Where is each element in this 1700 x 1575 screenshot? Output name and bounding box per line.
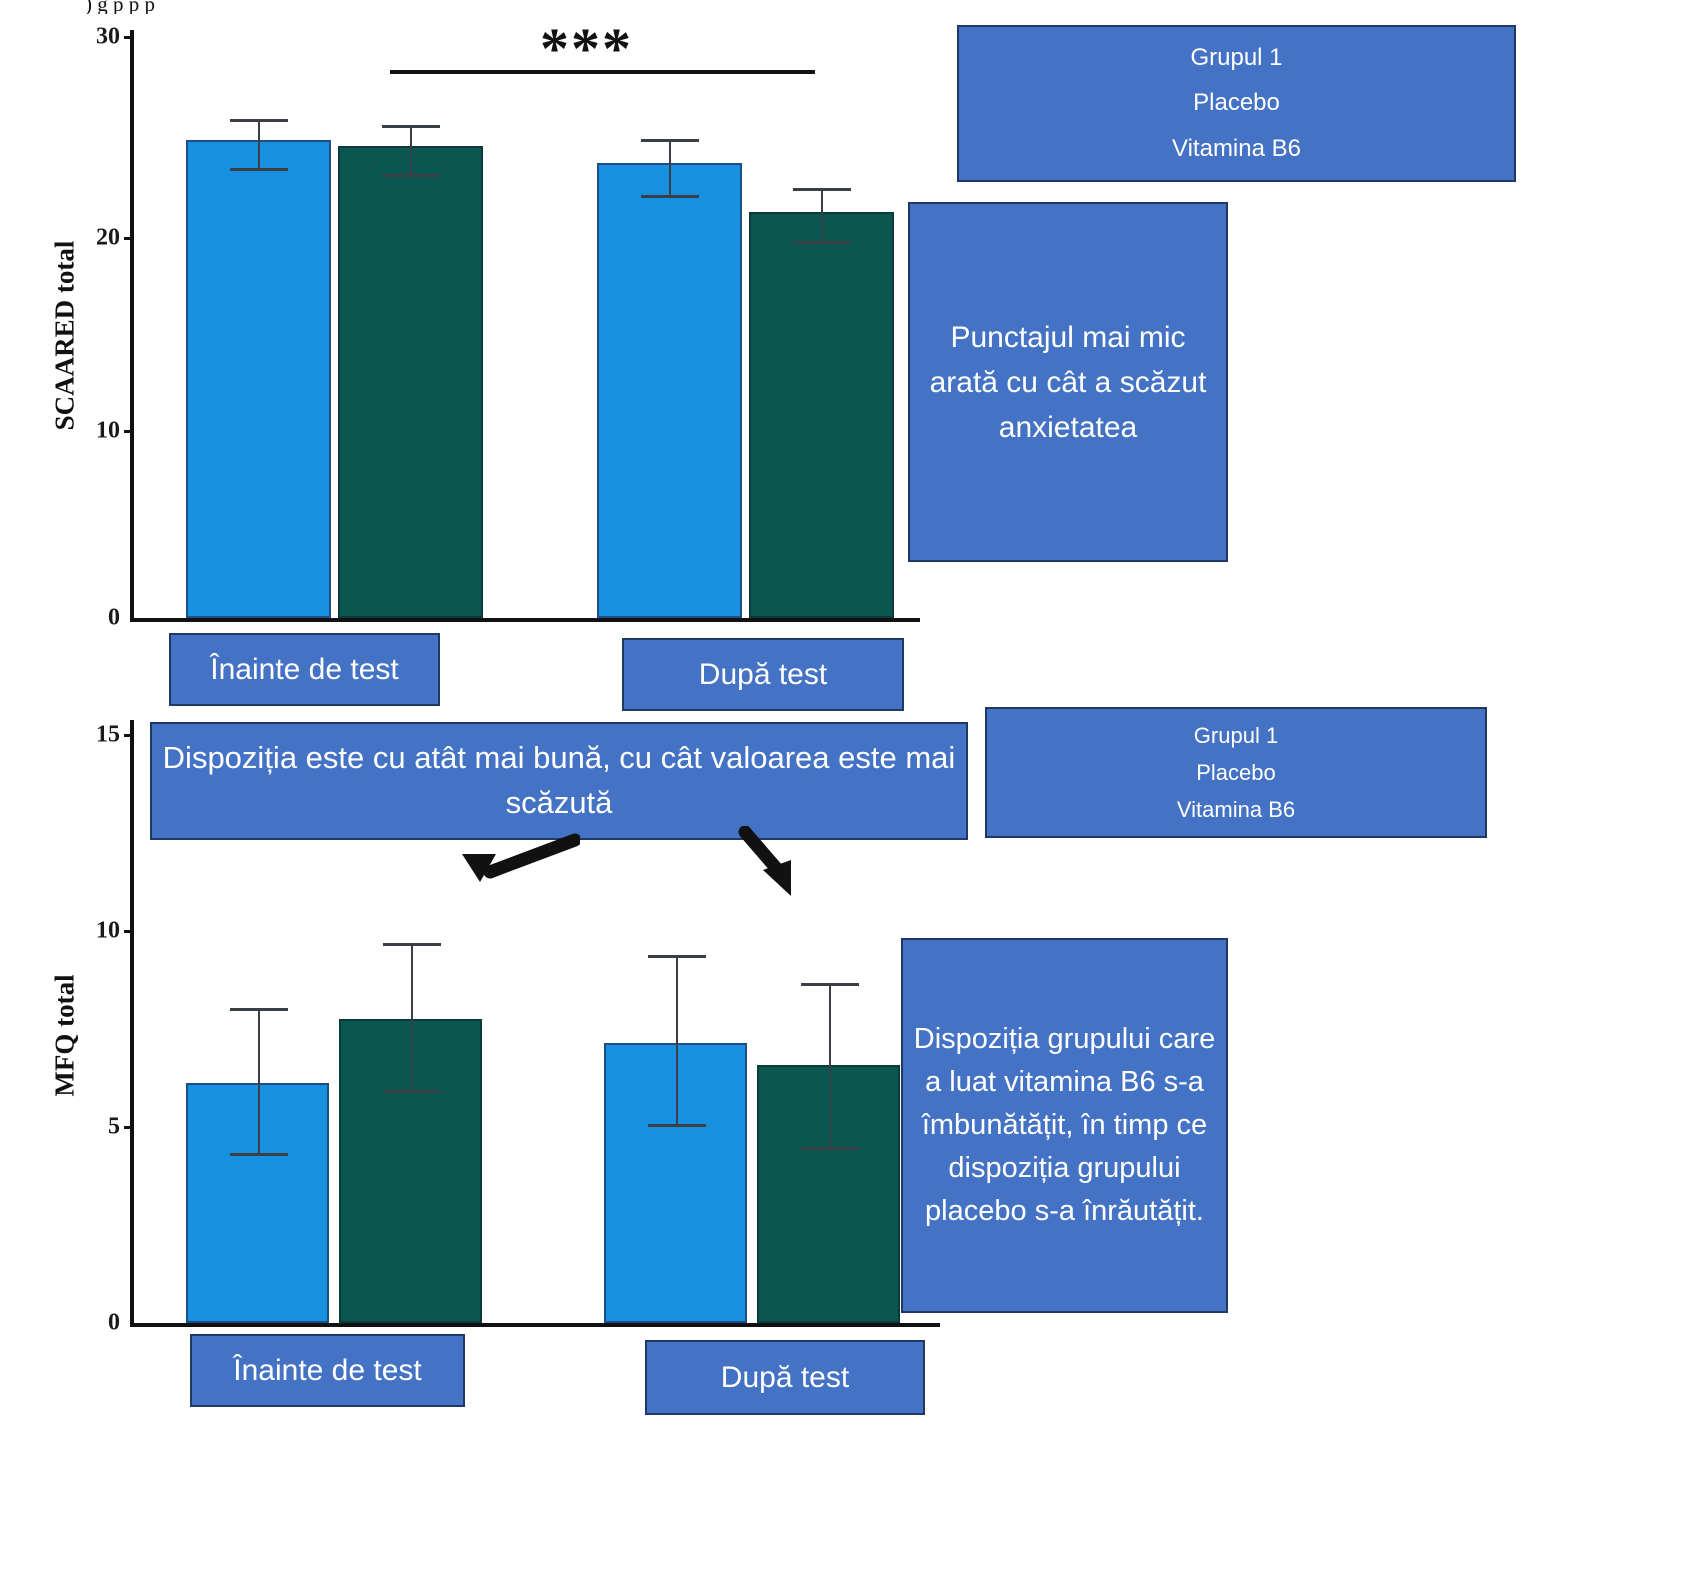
callout-mood-result-text: Dispoziția grupului care a luat vitamina…	[913, 1023, 1216, 1227]
y-tickmark-bottom-10	[124, 930, 133, 933]
x-label-bottom-pre-text: Înainte de test	[233, 1353, 422, 1387]
legend-top-item-placebo: Placebo	[1193, 89, 1280, 117]
y-tickmark-top-10	[124, 430, 133, 433]
x-label-top-post-text: După test	[698, 657, 828, 691]
x-label-bottom-post-text: După test	[720, 1360, 850, 1394]
errorbar-scaared-pre-placebo	[229, 119, 289, 171]
legend-bottom-title: Grupul 1	[1193, 722, 1279, 748]
y-axis-line-bottom	[130, 720, 134, 1325]
x-label-top-pre-text: Înainte de test	[210, 652, 399, 686]
y-tickmark-bottom-5	[124, 1126, 133, 1129]
callout-mood-scale: Dispoziția este cu atât mai bună, cu cât…	[150, 722, 968, 840]
y-tickmark-bottom-15	[124, 734, 133, 737]
callout-mood-scale-text: Dispoziția este cu atât mai bună, cu cât…	[162, 740, 956, 820]
y-axis-label-top: SCAARED total	[49, 240, 80, 431]
y-tick-bottom-10: 10	[96, 917, 120, 944]
y-tick-top-0: 0	[108, 604, 120, 631]
y-tick-bottom-5: 5	[108, 1113, 120, 1140]
y-tickmark-top-20	[124, 237, 133, 240]
arrow-down-pointing	[738, 826, 791, 896]
bar-mfq-post-placebo	[604, 1043, 747, 1323]
errorbar-mfq-pre-vitb6	[382, 943, 442, 1093]
legend-bottom-item-placebo: Placebo	[1196, 759, 1276, 785]
errorbar-mfq-pre-placebo	[229, 1008, 289, 1156]
callout-anxiety-text: Punctajul mai mic arată cu cât a scăzut …	[929, 320, 1207, 444]
y-tick-top-20: 20	[96, 224, 120, 251]
errorbar-scaared-pre-vitb6	[381, 125, 441, 177]
errorbar-mfq-post-placebo	[647, 955, 707, 1127]
bar-mfq-pre-vitb6	[339, 1019, 482, 1323]
x-label-box-bottom-post: După test	[645, 1340, 925, 1415]
x-label-box-bottom-pre: Înainte de test	[190, 1334, 465, 1407]
chart-mfq: MFQ total 15 10 5 0	[0, 700, 960, 1400]
significance-stars: ***	[540, 16, 633, 81]
arrow-left-pointing	[462, 833, 580, 882]
y-tick-bottom-0: 0	[108, 1309, 120, 1336]
y-tick-top-10: 10	[96, 417, 120, 444]
legend-box-bottom: Grupul 1 Placebo Vitamina B6	[985, 707, 1487, 838]
y-tick-bottom-15: 15	[96, 721, 120, 748]
errorbar-mfq-post-vitb6	[800, 983, 860, 1150]
bar-scaared-post-vitb6	[749, 212, 894, 618]
bar-mfq-pre-placebo	[186, 1083, 329, 1323]
bar-scaared-post-placebo	[597, 163, 742, 618]
y-axis-line-top	[130, 30, 134, 620]
callout-anxiety: Punctajul mai mic arată cu cât a scăzut …	[908, 202, 1228, 562]
bar-mfq-post-vitb6	[757, 1065, 900, 1323]
callout-mood-result: Dispoziția grupului care a luat vitamina…	[901, 938, 1228, 1313]
x-axis-line-top	[130, 618, 920, 622]
significance-line	[390, 70, 815, 74]
chart-scaared: SCAARED total 30 20 10 0 ***	[0, 0, 960, 720]
legend-top-title: Grupul 1	[1190, 43, 1283, 71]
errorbar-scaared-post-placebo	[640, 139, 700, 198]
x-axis-line-bottom	[130, 1323, 940, 1327]
bar-scaared-pre-placebo	[186, 140, 331, 618]
legend-bottom-item-vitb6: Vitamina B6	[1176, 796, 1296, 822]
y-axis-label-bottom: MFQ total	[49, 974, 80, 1097]
cut-off-header-text: ) g p p p	[85, 0, 155, 14]
bar-scaared-pre-vitb6	[338, 146, 483, 618]
legend-top-item-vitb6: Vitamina B6	[1172, 135, 1301, 163]
y-tick-top-30: 30	[96, 23, 120, 50]
errorbar-scaared-post-vitb6	[792, 188, 852, 244]
x-label-box-top-post: După test	[622, 638, 904, 711]
x-label-box-top-pre: Înainte de test	[169, 633, 440, 706]
y-tickmark-top-30	[124, 36, 133, 39]
legend-box-top: Grupul 1 Placebo Vitamina B6	[957, 25, 1516, 182]
